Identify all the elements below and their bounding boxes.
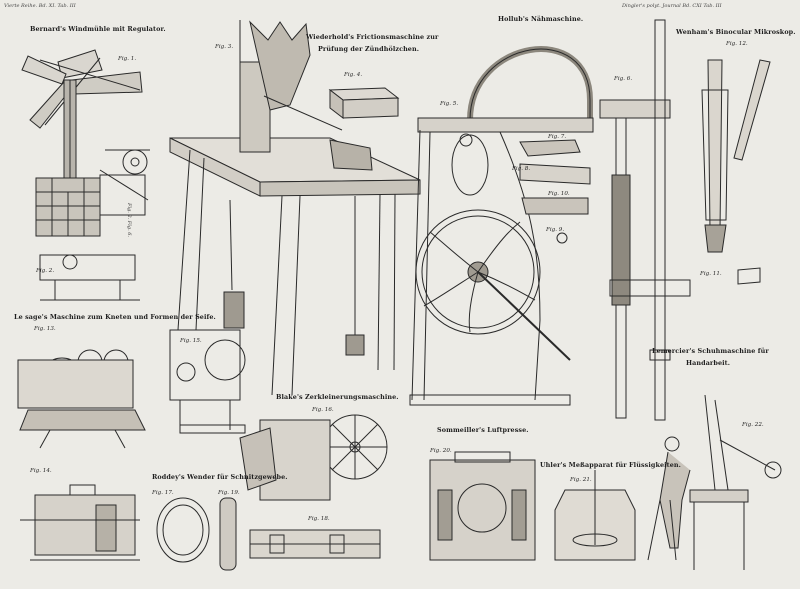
plate-header-left: Vierte Reihe. Bd. XI. Tab. III — [4, 3, 76, 9]
title-wiederhold: Wiederhold's Frictionsmaschine zur — [306, 33, 439, 41]
title-lesage: Le sage's Maschine zum Kneten und Formen… — [14, 313, 216, 321]
fig-21-label: Fig. 21. — [570, 477, 592, 483]
fig4-drawing — [328, 87, 400, 120]
plate-header-right: Dingler's polyt. Journal Bd. CXI Tab. II… — [622, 3, 722, 9]
fig-17-label: Fig. 17. — [152, 490, 174, 496]
fig-6-label: Fig. 6. — [614, 76, 633, 82]
fig-20-label: Fig. 20. — [430, 448, 452, 454]
fig-11-label: Fig. 11. — [700, 271, 722, 277]
blake-crusher-drawing — [239, 414, 388, 501]
fig-18-label: Fig. 18. — [308, 516, 330, 522]
title-roddey: Roddey's Wender für Schnitzgewebe. — [152, 473, 288, 481]
fig-5-label: Fig. 5. — [440, 101, 459, 107]
title-sommeiller: Sommeiller's Luftpresse. — [437, 426, 529, 434]
fig-14-label: Fig. 14. — [30, 468, 52, 474]
title-lemercier-2: Handarbeit. — [686, 359, 731, 367]
measuring-apparatus-drawing — [554, 470, 636, 561]
title-lemercier: Lemercier's Schuhmaschine für — [652, 347, 769, 355]
vertical-scale-label: Fig. 2. Fig. 6. — [126, 203, 132, 238]
friction-machine-drawing — [169, 20, 421, 396]
fig15-drawing — [169, 329, 246, 434]
fig-22-label: Fig. 22. — [742, 422, 764, 428]
fig2-drawing — [39, 254, 140, 301]
fig-9-label: Fig. 9. — [546, 227, 565, 233]
fig-3-label: Fig. 3. — [215, 44, 234, 50]
fig-15-label: Fig. 15. — [180, 338, 202, 344]
air-press-drawing — [429, 451, 536, 561]
fig-4-label: Fig. 4. — [344, 72, 363, 78]
windmill-drawing — [21, 49, 150, 237]
fig6-drawing — [599, 19, 691, 421]
fig-10-label: Fig. 10. — [548, 191, 570, 197]
lesage-machine-drawing — [17, 349, 146, 449]
wheel-drawing — [156, 497, 237, 571]
fig18-drawing — [249, 529, 381, 559]
fig-8-label: Fig. 8. — [512, 166, 531, 172]
microscope-drawing — [701, 59, 771, 285]
fig-19-label: Fig. 19. — [218, 490, 240, 496]
fig-16-label: Fig. 16. — [312, 407, 334, 413]
fig-12-label: Fig. 12. — [726, 41, 748, 47]
title-wiederhold-2: Prüfung der Zündhölzchen. — [318, 45, 420, 53]
shoe-machine-drawing — [647, 394, 782, 570]
sewing-machine-drawing — [409, 46, 594, 406]
title-bernard: Bernard's Windmühle mit Regulator. — [30, 25, 166, 33]
fig-2-label: Fig. 2. — [36, 268, 55, 274]
fig14-drawing — [20, 484, 140, 561]
title-wenham: Wenham's Binocular Mikroskop. — [676, 28, 796, 36]
title-blake: Blake's Zerkleinerungsmaschine. — [276, 393, 399, 401]
fig-7-label: Fig. 7. — [548, 134, 567, 140]
title-uhler: Uhler's Meßapparat für Flüssigkeiten. — [540, 461, 681, 469]
fig-13-label: Fig. 13. — [34, 326, 56, 332]
title-hollub: Hollub's Nähmaschine. — [498, 15, 584, 23]
fig-1-label: Fig. 1. — [118, 56, 137, 62]
small-parts-drawing — [519, 139, 591, 244]
